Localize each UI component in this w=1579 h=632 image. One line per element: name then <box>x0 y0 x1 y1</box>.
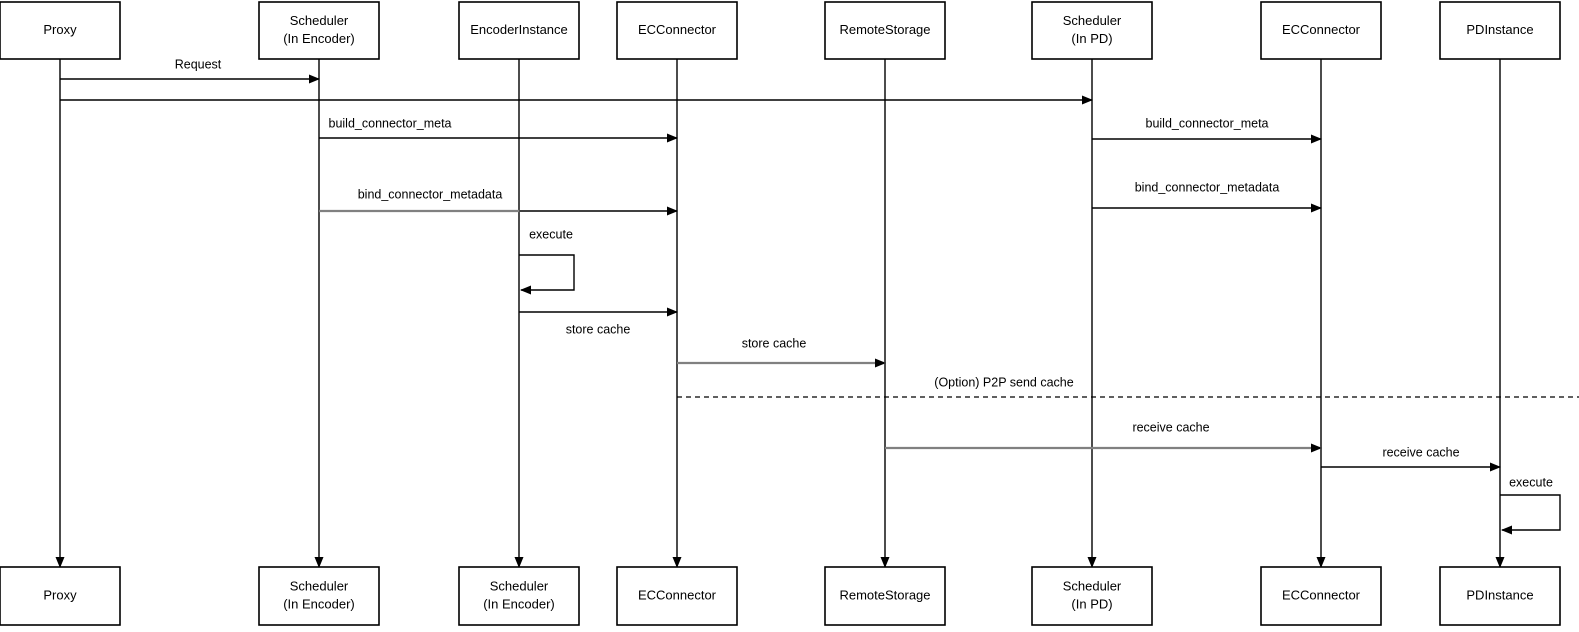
participant-label-line1: Scheduler <box>290 578 349 593</box>
header-participant-boxes: Proxy Scheduler (In Encoder) EncoderInstanc… <box>0 1 1561 60</box>
message-label: bind_connector_metadata <box>358 187 503 201</box>
participant-label-line1: PDInstance <box>1466 22 1533 37</box>
message-label: receive cache <box>1132 420 1209 434</box>
participant-label-line2: (In PD) <box>1071 31 1112 46</box>
lifelines-layer <box>55 59 1505 568</box>
message-label: receive cache <box>1382 445 1459 459</box>
message-m4[interactable]: build_connector_meta <box>1092 116 1322 144</box>
message-label: store cache <box>566 322 631 336</box>
message-m9[interactable]: (Option) P2P send cache <box>677 375 1579 398</box>
participant-label-line1: ECConnector <box>638 22 717 37</box>
participant-box-sched_pd_f[interactable]: Scheduler (In PD) <box>1031 566 1153 626</box>
self-message-path <box>519 254 575 295</box>
participant-box-pd_inst[interactable]: PDInstance <box>1439 1 1561 60</box>
participant-label-line2: (In Encoder) <box>283 31 355 46</box>
message-label: build_connector_meta <box>329 116 452 130</box>
message-label: Request <box>175 57 222 71</box>
participant-label-line1: ECConnector <box>638 587 717 602</box>
message-m8[interactable]: store cache <box>677 336 886 368</box>
self-messages-layer: execute execute <box>519 227 1561 535</box>
self-message-s2[interactable]: execute <box>1500 475 1561 535</box>
participant-box-sched_enc[interactable]: Scheduler (In Encoder) <box>258 1 380 60</box>
message-m1[interactable]: Request <box>60 57 320 84</box>
participant-box-proxy_f[interactable]: Proxy <box>0 566 121 626</box>
participant-label-line1: RemoteStorage <box>839 587 930 602</box>
participant-label-line1: Scheduler <box>290 13 349 28</box>
self-message-s1[interactable]: execute <box>519 227 575 295</box>
participant-label-line1: Proxy <box>43 587 77 602</box>
participant-box-remote_store_f[interactable]: RemoteStorage <box>824 566 946 626</box>
self-message-label: execute <box>529 227 573 241</box>
participant-label-line1: EncoderInstance <box>470 22 568 37</box>
self-message-label: execute <box>1509 475 1553 489</box>
participant-label-line2: (In PD) <box>1071 596 1112 611</box>
message-m7[interactable]: store cache <box>519 307 678 336</box>
self-message-path <box>1500 494 1561 535</box>
participant-label-line2: (In Encoder) <box>283 596 355 611</box>
messages-layer: Request build_connector_meta build_connect… <box>60 57 1579 472</box>
participant-label-line1: Scheduler <box>1063 578 1122 593</box>
message-m6[interactable]: bind_connector_metadata <box>1092 180 1322 213</box>
participant-box-ec_conn_left[interactable]: ECConnector <box>616 1 738 60</box>
participant-label-line1: Scheduler <box>490 578 549 593</box>
participant-box-ec_conn_right_f[interactable]: ECConnector <box>1260 566 1382 626</box>
footer-participant-boxes: Proxy Scheduler (In Encoder) Scheduler (In E… <box>0 566 1561 626</box>
participant-box-proxy[interactable]: Proxy <box>0 1 121 60</box>
participant-label-line1: PDInstance <box>1466 587 1533 602</box>
participant-box-sched_enc_f[interactable]: Scheduler (In Encoder) <box>258 566 380 626</box>
message-label: bind_connector_metadata <box>1135 180 1280 194</box>
participant-box-encoder_inst_f[interactable]: Scheduler (In Encoder) <box>458 566 580 626</box>
message-label: (Option) P2P send cache <box>934 375 1073 389</box>
participant-label-line1: ECConnector <box>1282 22 1361 37</box>
message-m11[interactable]: receive cache <box>1321 445 1501 472</box>
participant-box-remote_store[interactable]: RemoteStorage <box>824 1 946 60</box>
message-m3[interactable]: build_connector_meta <box>319 116 678 143</box>
participant-label-line2: (In Encoder) <box>483 596 555 611</box>
message-m10[interactable]: receive cache <box>885 420 1322 453</box>
participant-box-encoder_inst[interactable]: EncoderInstance <box>458 1 580 60</box>
participant-label-line1: Scheduler <box>1063 13 1122 28</box>
message-label: store cache <box>742 336 807 350</box>
participant-box-sched_pd[interactable]: Scheduler (In PD) <box>1031 1 1153 60</box>
participant-box-ec_conn_right[interactable]: ECConnector <box>1260 1 1382 60</box>
participant-label-line1: Proxy <box>43 22 77 37</box>
participant-label-line1: RemoteStorage <box>839 22 930 37</box>
participant-box-pd_inst_f[interactable]: PDInstance <box>1439 566 1561 626</box>
message-label: build_connector_meta <box>1146 116 1269 130</box>
participant-label-line1: ECConnector <box>1282 587 1361 602</box>
participant-box-ec_conn_left_f[interactable]: ECConnector <box>616 566 738 626</box>
message-m5[interactable]: bind_connector_metadata <box>319 187 678 216</box>
